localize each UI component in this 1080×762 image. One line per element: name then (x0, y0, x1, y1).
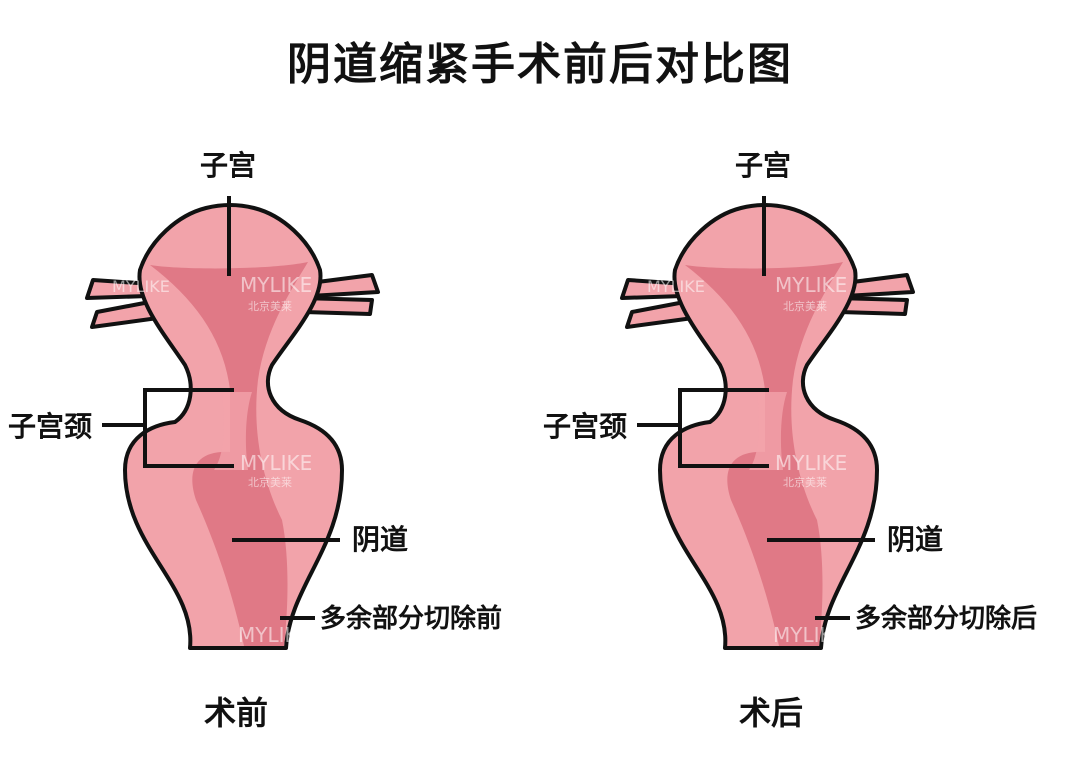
uterus-label-before: 子宫 (200, 149, 256, 182)
vagina-label-after: 阴道 (887, 523, 943, 556)
cervix-label-after: 子宫颈 (543, 410, 627, 443)
caption-before: 术前 (204, 694, 268, 732)
watermark-sub: 北京美莱 (783, 299, 827, 313)
watermark-brand: MYLIKE (240, 273, 312, 297)
watermark-brand: MYLIKE (775, 273, 847, 297)
vagina-label-before: 阴道 (352, 523, 408, 556)
page-title: 阴道缩紧手术前后对比图 (287, 39, 793, 90)
watermark-brand: MYLIKE (238, 623, 310, 647)
watermark-sub: 北京美莱 (248, 299, 292, 313)
watermark-brand: MYLIKE (773, 623, 845, 647)
uterus-label-after: 子宫 (735, 149, 791, 182)
caption-after: 术后 (739, 694, 803, 732)
watermark-brand: MYLIKE (775, 451, 847, 475)
watermark-sub: 北京美莱 (783, 475, 827, 489)
watermark-brand: MYLIKE (112, 277, 170, 296)
cervix-label-before: 子宫颈 (8, 410, 92, 443)
cervix-bracket (678, 388, 769, 468)
watermark-brand: MYLIKE (240, 451, 312, 475)
excess-label-after: 多余部分切除后 (855, 603, 1037, 634)
excess-label-before: 多余部分切除前 (320, 603, 502, 634)
watermark-sub: 北京美莱 (248, 475, 292, 489)
cervix-bracket (143, 388, 234, 468)
watermark-brand: MYLIKE (647, 277, 705, 296)
panel-before: 子宫 子宫颈 阴道 多余部分切除前 术前 MYLIKE MYLIKE 北京美莱 … (8, 149, 502, 732)
panel-after: 子宫 子宫颈 阴道 多余部分切除后 术后 MYLIKE MYLIKE 北京美莱 … (543, 149, 1037, 732)
